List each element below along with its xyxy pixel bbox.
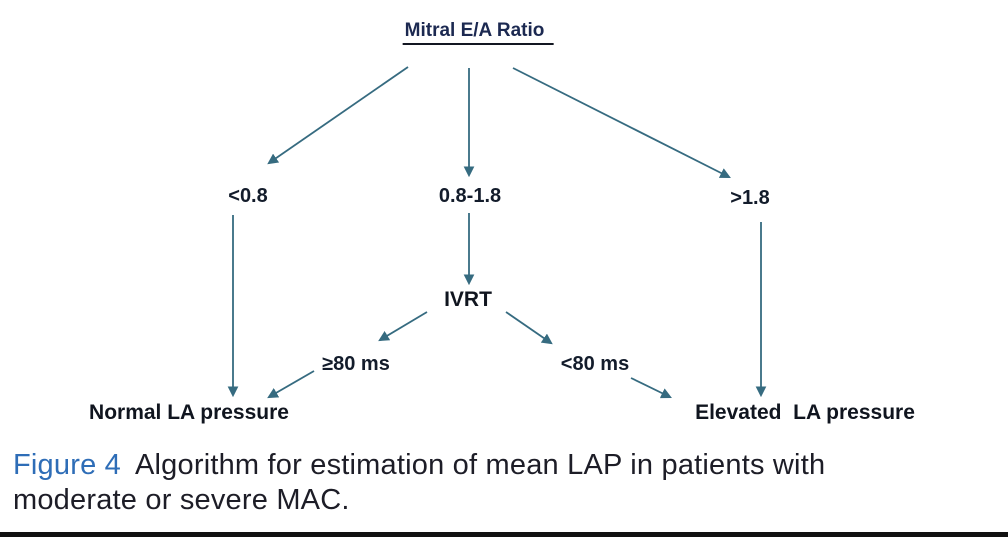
arrow-ivrt-to-ge80 (378, 311, 428, 342)
figure-caption-text1: Algorithm for estimation of mean LAP in … (135, 449, 826, 481)
figure-caption: Figure 4 Algorithm for estimation of mean… (13, 448, 998, 518)
figure-caption-line2: moderate or severe MAC. (13, 484, 350, 516)
arrow-ea-to-lt08 (267, 66, 409, 165)
node-ivrt: IVRT (444, 288, 492, 311)
node-ivrt-ge-80ms: ≥80 ms (322, 353, 390, 375)
node-ratio-gt-1-8: >1.8 (730, 187, 770, 209)
node-ratio-0-8-to-1-8: 0.8-1.8 (438, 185, 502, 207)
figure-caption-line1: Figure 4 Algorithm for estimation of mean… (13, 448, 998, 483)
bottom-border-rule (0, 532, 1008, 537)
node-ratio-lt-0-8: <0.8 (228, 185, 268, 207)
arrow-ivrt-to-lt80 (505, 311, 553, 345)
node-mitral-ea-ratio: Mitral E/A Ratio (402, 20, 554, 45)
arrow-ea-to-gt18 (512, 67, 731, 178)
arrow-ge80-to-normal (267, 370, 315, 399)
node-elevated-la-pressure: Elevated LA pressure (695, 401, 915, 424)
arrow-lt80-to-elevated (630, 377, 672, 399)
node-normal-la-pressure: Normal LA pressure (89, 401, 289, 424)
node-ivrt-lt-80ms: <80 ms (560, 353, 630, 375)
figure-caption-label: Figure 4 (13, 449, 121, 481)
